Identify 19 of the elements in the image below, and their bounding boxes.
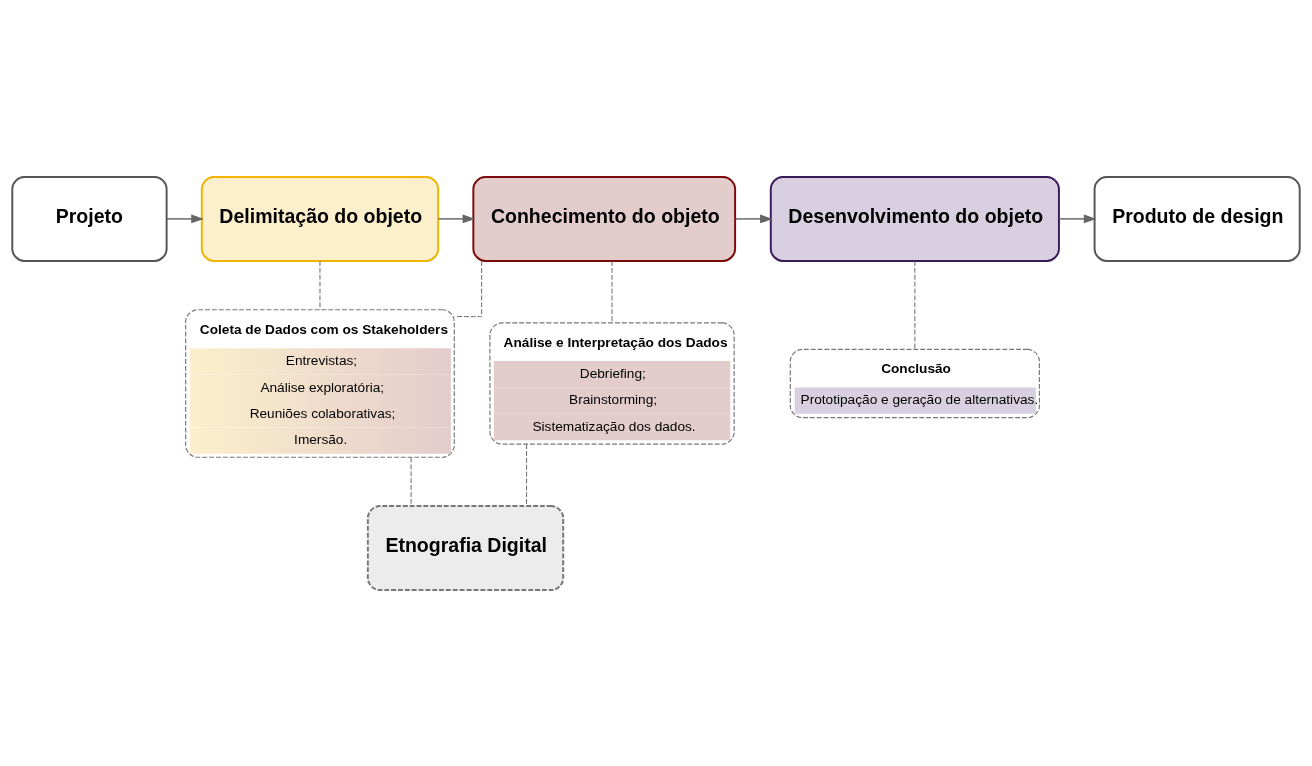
node-box: Etnografia Digital	[366, 504, 565, 591]
connector	[454, 260, 483, 317]
connector	[410, 456, 412, 506]
arrow	[734, 213, 773, 223]
arrow	[1058, 213, 1097, 223]
arrow	[437, 213, 476, 223]
node-box: Análise e Interpretação dos Dados Debriefing; Brainstorming; Sistematização dos dados.	[489, 321, 735, 445]
connector	[611, 260, 613, 323]
connector	[319, 260, 321, 310]
node-box: Conclusão Prototipação e geração de alternativas.	[789, 348, 1040, 418]
arrow	[166, 213, 204, 223]
connector	[526, 443, 528, 506]
connector	[914, 260, 916, 350]
node-box: Projeto	[11, 175, 168, 262]
node-box: Conhecimento do objeto	[472, 175, 737, 262]
node-box: Produto de design	[1093, 175, 1301, 262]
node-box: Delimitação do objeto	[200, 175, 440, 262]
node-box: Coleta de Dados com os Stakeholders Entrevistas; Análise exploratória; Reuniões colaborativas; Imersão.	[185, 308, 455, 458]
node-box: Desenvolvimento do objeto	[769, 175, 1060, 262]
